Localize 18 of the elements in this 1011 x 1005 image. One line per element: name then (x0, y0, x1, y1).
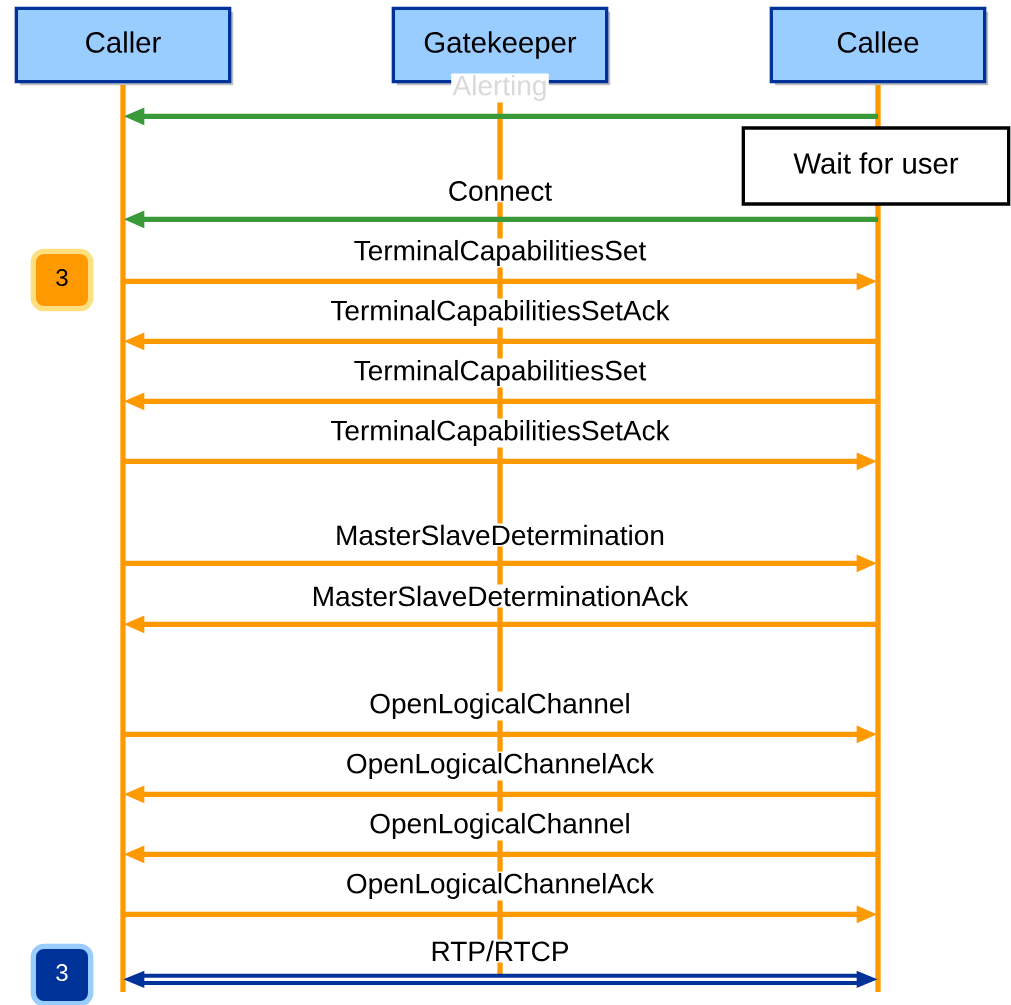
step-badge: 3 (30, 248, 94, 312)
message-label: OpenLogicalChannel (367, 811, 633, 841)
message-label: TerminalCapabilitiesSet (352, 238, 648, 268)
message-label: TerminalCapabilitiesSetAck (329, 418, 671, 448)
message-label: Connect (446, 179, 554, 203)
participant-box: Caller (14, 6, 234, 86)
message-label: TerminalCapabilitiesSetAck (329, 298, 671, 328)
message-label: OpenLogicalChannel (367, 691, 633, 721)
participant-box: Callee (769, 6, 989, 86)
message-label: MasterSlaveDetermination (333, 523, 667, 547)
note-box: Wait for user (741, 126, 1011, 206)
message-label: TerminalCapabilitiesSet (352, 358, 648, 388)
message-label: RTP/RTCP (429, 939, 571, 963)
message-label: OpenLogicalChannelAck (344, 751, 656, 781)
step-badge: 3 (30, 943, 94, 1005)
participant-box: Gatekeeper (391, 6, 611, 86)
message-label: MasterSlaveDeterminationAck (310, 584, 690, 608)
message-label: OpenLogicalChannelAck (344, 871, 656, 901)
